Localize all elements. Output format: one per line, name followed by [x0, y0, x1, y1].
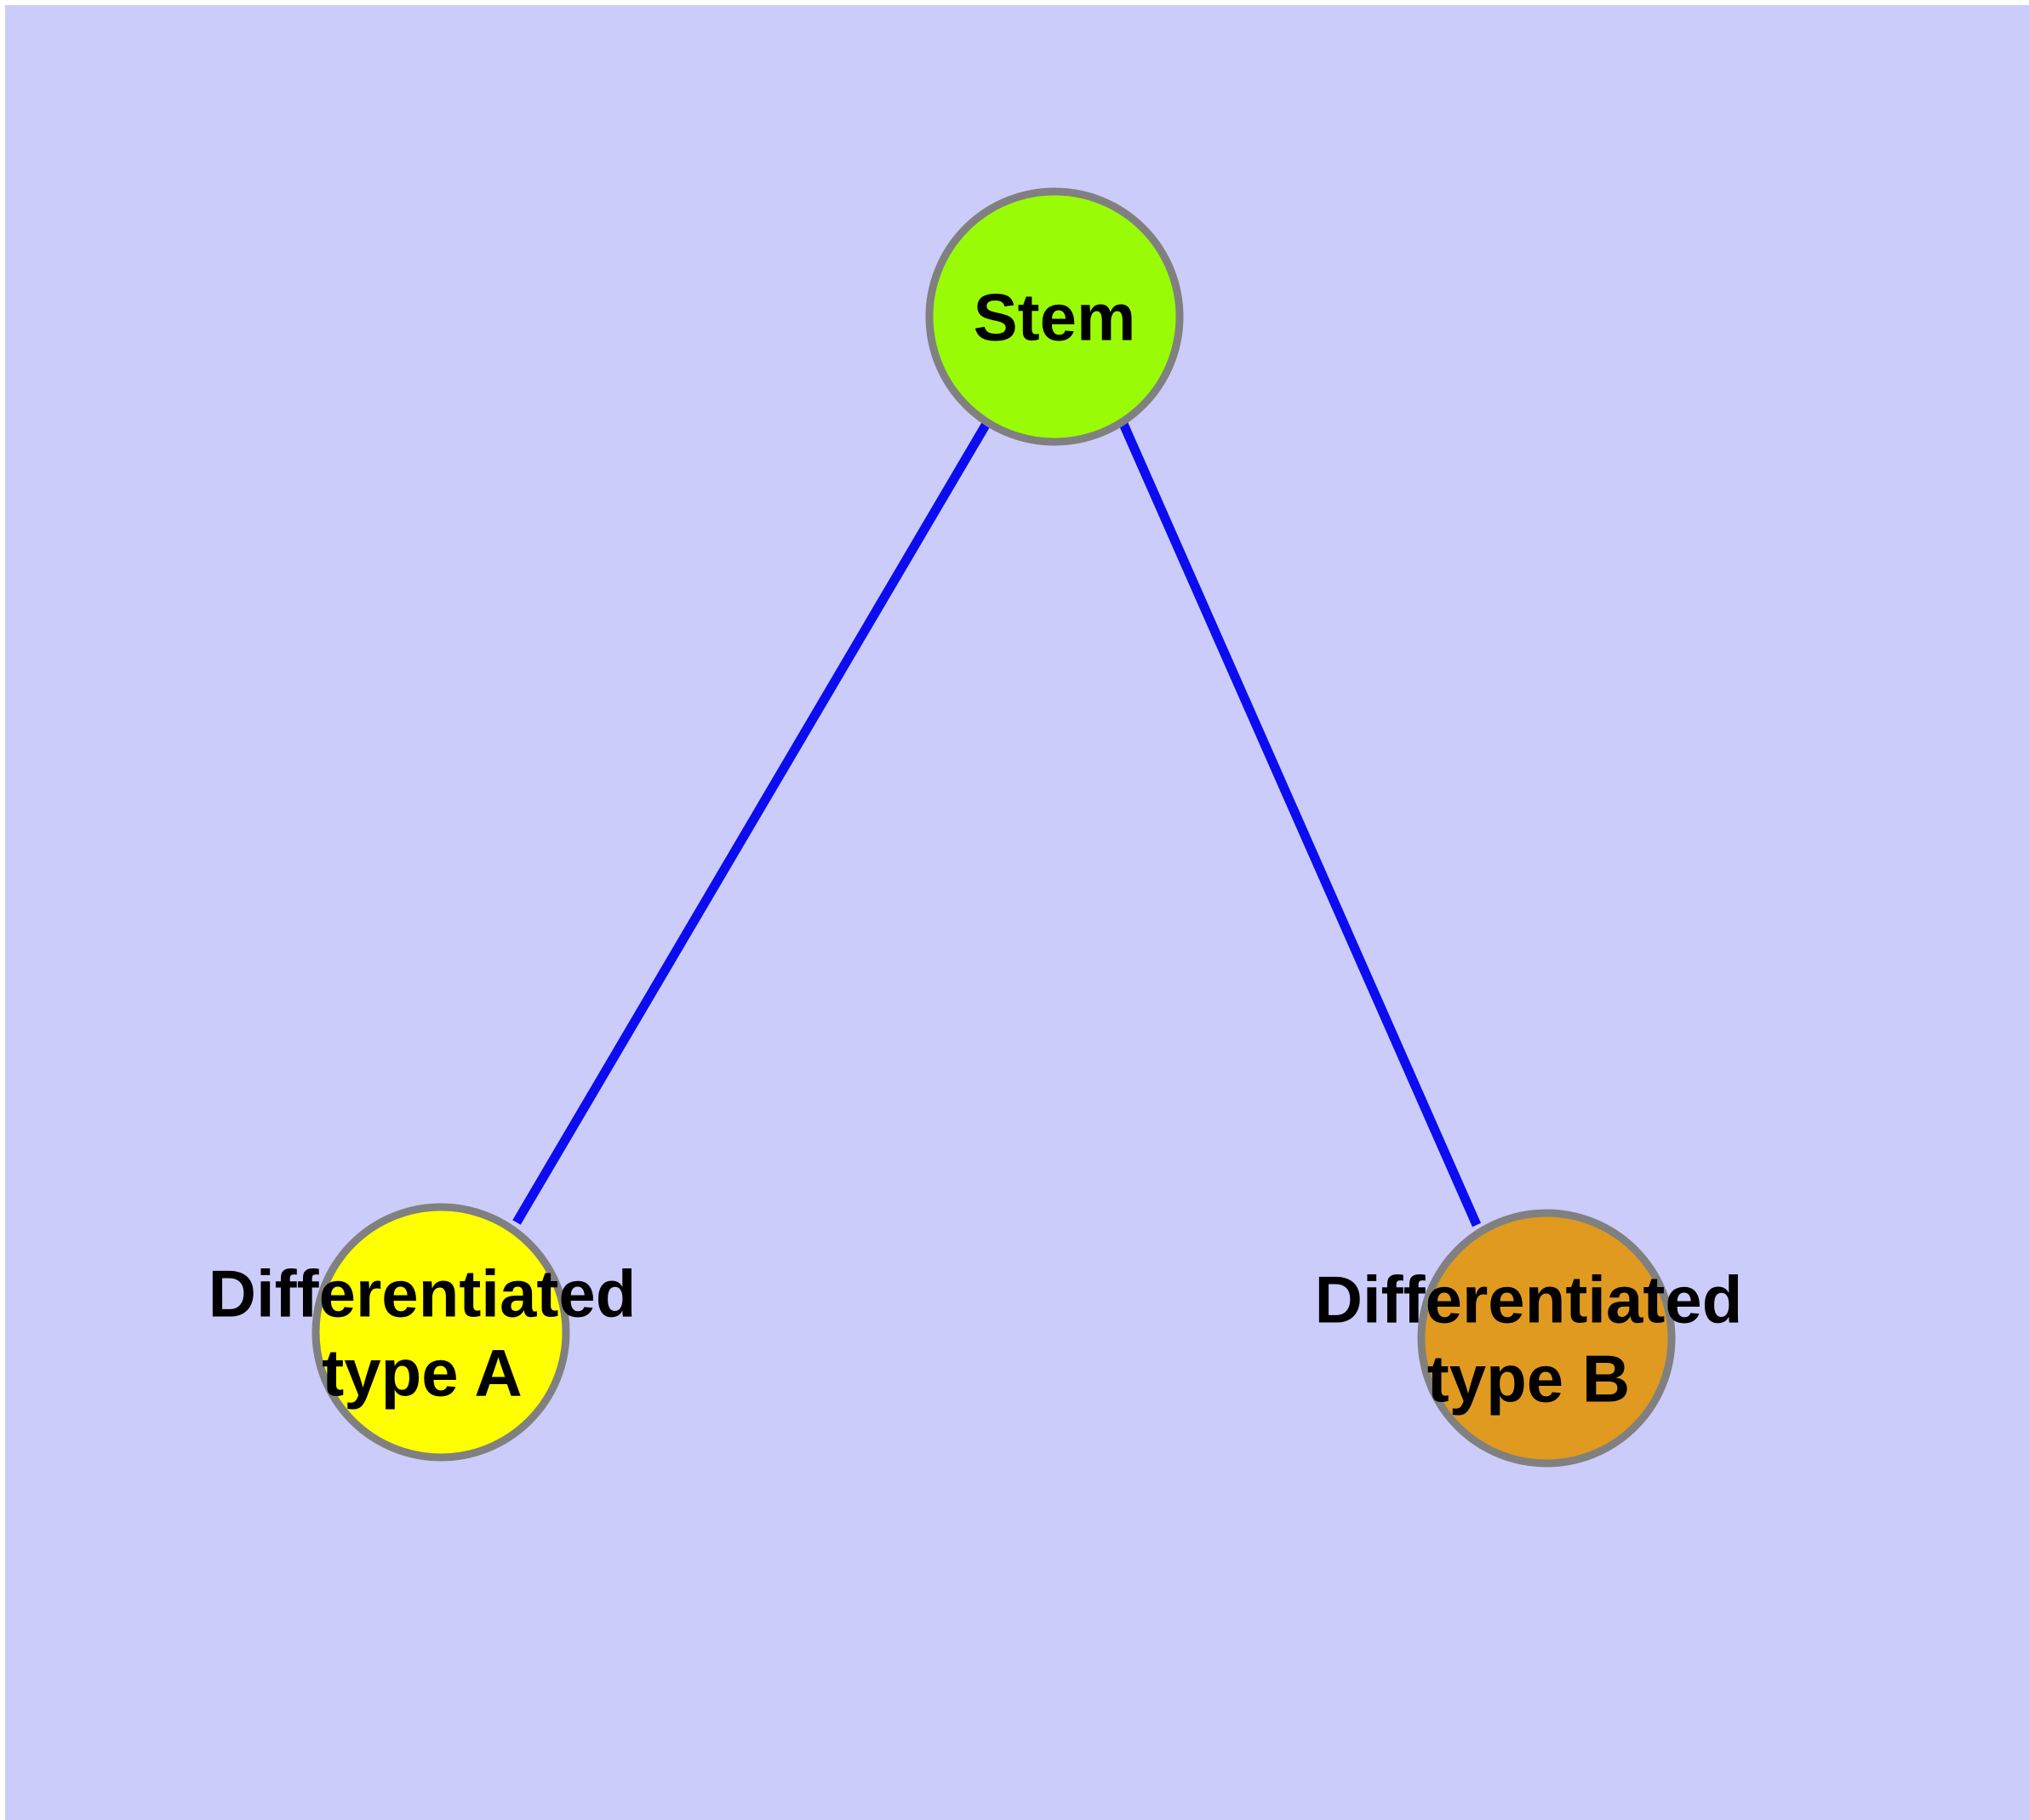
edge-stem-to-differentiated-type-b[interactable] — [1118, 421, 1482, 1228]
node-stem-label: Stem — [974, 279, 1136, 354]
edge-layer — [512, 420, 1482, 1228]
label-layer: Stem Differentiated type A Differentiate… — [209, 279, 1743, 1416]
node-differentiated-type-a-label-line2: type A — [322, 1335, 523, 1410]
node-differentiated-type-a-label-line1: Differentiated — [209, 1256, 637, 1331]
node-differentiated-type-b-label-line2: type B — [1427, 1341, 1630, 1416]
node-stem-circle[interactable] — [925, 187, 1184, 446]
edge-stem-to-differentiated-type-a[interactable] — [512, 420, 992, 1225]
diagram-plot-area: Stem Differentiated type A Differentiate… — [5, 5, 2029, 1820]
node-differentiated-type-b-label-line1: Differentiated — [1315, 1262, 1743, 1336]
cell-differentiation-graph: Stem Differentiated type A Differentiate… — [209, 187, 1743, 1468]
node-layer — [311, 187, 1676, 1468]
node-differentiated-type-b-circle[interactable] — [1417, 1209, 1676, 1468]
node-differentiated-type-a-circle[interactable] — [311, 1203, 570, 1462]
